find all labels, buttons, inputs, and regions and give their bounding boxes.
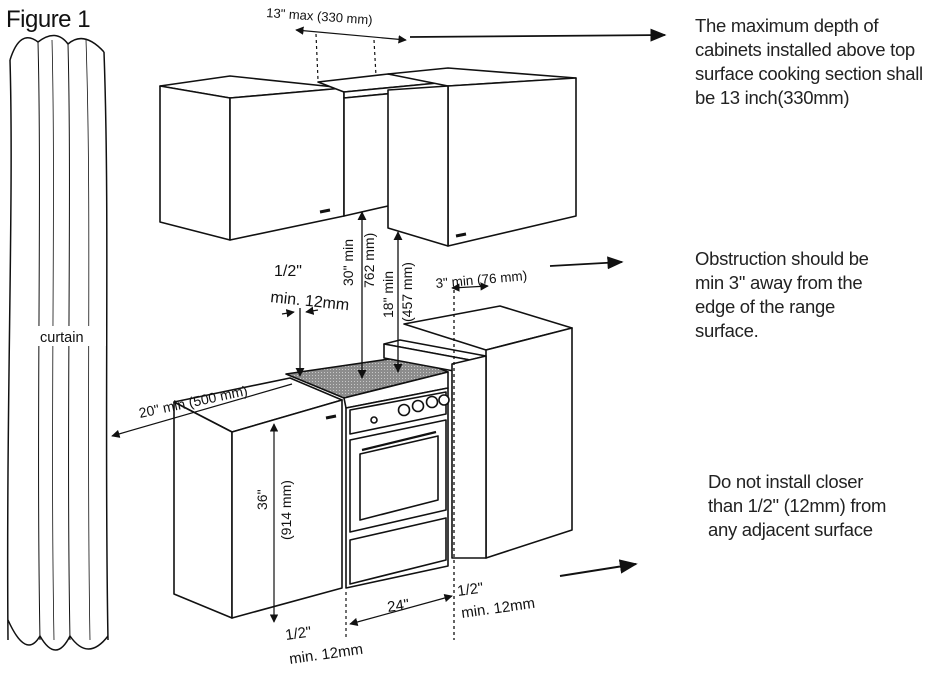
cabinet-clearance-mm: (457 mm) — [399, 262, 415, 322]
right-base-cabinet — [383, 305, 573, 559]
depth-label: 13" max (330 mm) — [266, 5, 373, 27]
range-width-label: 24" — [386, 596, 410, 616]
range-width-dimension — [345, 559, 638, 640]
side-gap-top-mm: min. 12mm — [270, 289, 350, 314]
side-gap-left-in: 1/2" — [284, 623, 312, 643]
side-gap-right-in: 1/2" — [456, 579, 484, 599]
side-gap-top-in: 1/2" — [274, 263, 302, 280]
side-gap-top-dimension — [281, 306, 319, 318]
curtain-label-bg — [34, 326, 106, 346]
hood-clearance-mm: 762 mm) — [361, 233, 377, 288]
note-install-distance: Do not install closer than 1/2" (12mm) f… — [708, 471, 887, 540]
side-gap-left-mm: min. 12mm — [288, 641, 364, 668]
obstruction-label: 3" min (76 mm) — [435, 268, 528, 291]
note-obstruction: Obstruction should be min 3'' away from … — [695, 248, 869, 341]
obstruction-dimension — [451, 256, 624, 292]
figure-title: Figure 1 — [6, 6, 91, 33]
hood-clearance-dimension — [295, 211, 455, 640]
note-cabinet-depth: The maximum depth of cabinets installed … — [695, 15, 923, 108]
curtain-shape — [6, 34, 109, 651]
side-gap-right-mm: min. 12mm — [460, 595, 536, 622]
depth-dimension — [295, 26, 667, 81]
left-base-cabinet — [173, 377, 343, 619]
counter-height-mm: (914 mm) — [278, 480, 294, 540]
cabinet-clearance-in: 18" min — [380, 271, 396, 318]
curtain-distance-dimension — [111, 383, 293, 438]
range — [285, 355, 450, 589]
hood-clearance-in: 30" min — [340, 239, 356, 286]
upper-cabinets — [159, 67, 577, 247]
counter-height-in: 36" — [254, 489, 270, 510]
curtain-label: curtain — [40, 330, 84, 346]
